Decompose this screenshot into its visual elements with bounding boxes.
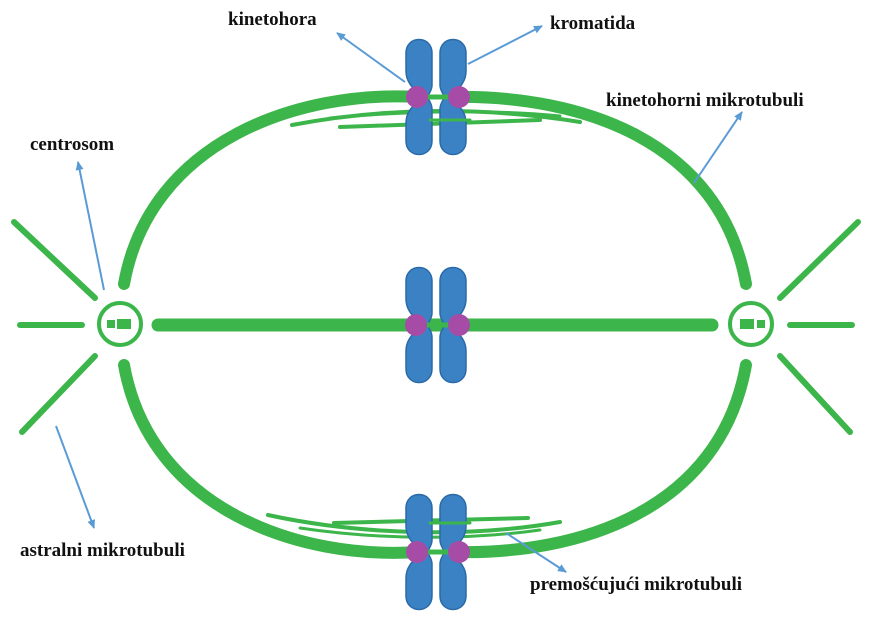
kinetochore-top-left: [406, 86, 428, 108]
label-astral-microtubules: astralni mikrotubuli: [20, 540, 185, 561]
kinetochore-top-right: [448, 86, 470, 108]
kinetochore-mid-right: [448, 314, 470, 336]
centrosome-right: [730, 303, 772, 345]
astral-microtubule-right-down: [780, 356, 850, 432]
arrow-astral-microtubules: [56, 426, 94, 528]
astral-microtubule-right-up: [780, 222, 858, 298]
arrow-kinetochore: [337, 33, 405, 82]
arrow-kinetochore-microtubules: [694, 112, 742, 183]
lower-right-arc: [454, 365, 746, 552]
arrow-centrosome: [78, 162, 104, 290]
astral-microtubule-left-up: [14, 222, 95, 298]
label-bridging-microtubules: premošćujući mikrotubuli: [530, 574, 742, 595]
lower-left-arc: [124, 365, 418, 553]
upper-right-arc: [454, 97, 746, 284]
astral-microtubule-left-down: [22, 356, 95, 432]
label-centrosome: centrosom: [30, 134, 114, 155]
kinetochore-mid-left: [405, 314, 427, 336]
kinetochore-bottom-left: [406, 541, 428, 563]
arrow-chromatid: [468, 26, 542, 64]
label-kinetochore: kinetohora: [228, 9, 317, 30]
label-kinetochore-microtubules: kinetohorni mikrotubuli: [606, 90, 804, 111]
kinetochore-bottom-right: [448, 541, 470, 563]
centrosome-left: [99, 303, 141, 345]
label-chromatid: kromatida: [550, 13, 636, 34]
